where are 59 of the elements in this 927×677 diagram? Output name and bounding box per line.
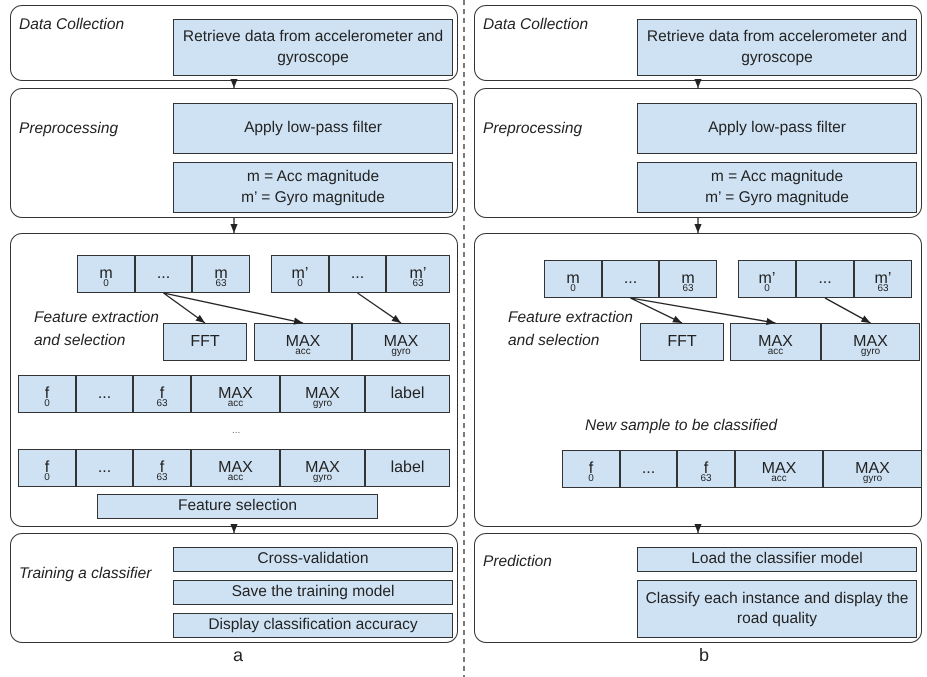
stage-panel [474,233,922,527]
ellipsis-text: ... [232,425,240,436]
process-box [173,162,453,213]
array-cell: label [365,375,450,413]
arrow [630,297,776,326]
box-text: m’ = Gyro magnitude [241,188,385,208]
box-text: m’ = Gyro magnitude [705,188,849,208]
array-cell: label [365,449,450,487]
array-cell: ... [602,260,659,298]
array-cell: ... [796,260,854,298]
process-box: Classify each instance and display the road quality [637,580,917,638]
process-box: Retrieve data from accelerometer and gyroscope [173,19,453,76]
array-cell: FFT [163,323,247,361]
arrow [630,297,682,324]
stage-panel [10,5,458,81]
stage-panel [474,533,922,643]
process-box: Cross-validation [173,547,453,572]
arrow [163,292,206,324]
array-cell: ... [620,450,677,488]
array-cell: ... [76,375,133,413]
stage-panel [10,88,458,218]
arrow [357,292,402,324]
process-box [637,162,917,213]
stage-panel [474,88,922,218]
array-cell: ... [135,255,192,293]
box-text: m = Acc magnitude [710,167,844,188]
process-box: Apply low-pass filter [637,103,917,154]
arrow [694,218,702,233]
stage-heading: Data Collection [19,15,126,35]
process-box: Apply low-pass filter [173,103,453,154]
array-cell: FFT [640,323,724,361]
arrow [230,78,238,88]
panel-letter: a [233,645,244,666]
stage-heading: Training a classifier [19,564,153,584]
arrow [694,78,702,88]
stage-panel [10,533,458,643]
stage-panel [474,5,922,81]
stage-heading: Prediction [483,552,553,572]
stage-heading: Feature extraction and selection [34,308,160,351]
box-text: m = Acc magnitude [246,167,380,188]
process-box: Save the training model [173,580,453,605]
panel-letter: b [699,645,710,666]
process-box: Load the classifier model [637,547,917,572]
array-cell: ... [76,449,133,487]
note-text: New sample to be classified [585,417,778,435]
process-box: Feature selection [97,494,378,519]
arrow [824,297,871,324]
process-box: Retrieve data from accelerometer and gyroscope [637,19,917,76]
stage-heading: Preprocessing [483,119,584,139]
stage-heading: Feature extraction and selection [508,308,634,351]
stage-panel [10,233,458,527]
arrow [230,218,238,233]
stage-heading: Preprocessing [19,119,120,139]
array-cell: ... [329,255,386,293]
stage-heading: Data Collection [483,15,590,35]
arrow [694,524,702,533]
process-box: Display classification accuracy [173,613,453,638]
arrow [163,292,304,325]
arrow [230,524,238,533]
